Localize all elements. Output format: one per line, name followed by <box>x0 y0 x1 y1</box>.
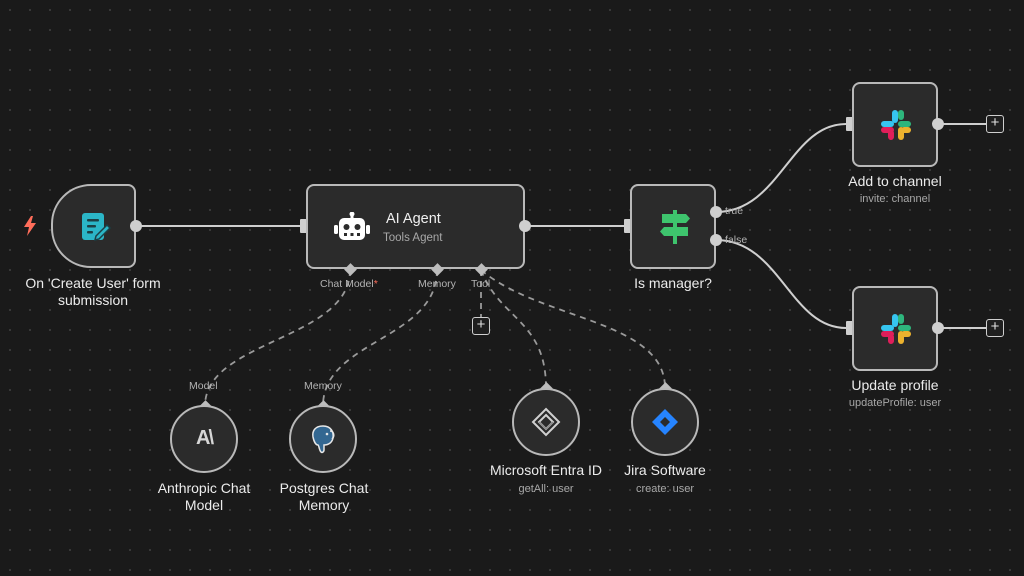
trigger-title-line2: submission <box>57 292 129 308</box>
memory-port-label: Memory <box>418 278 456 290</box>
postgres-port-label: Memory <box>304 380 342 392</box>
entra-subtitle: getAll: user <box>518 483 574 495</box>
agent-output-port[interactable] <box>519 220 531 232</box>
add-tool-button[interactable]: + <box>472 317 490 335</box>
plus-icon: + <box>476 316 486 333</box>
update-profile-input-port[interactable] <box>846 321 854 335</box>
form-icon <box>82 213 112 242</box>
add-to-channel-node[interactable] <box>852 82 938 167</box>
anthropic-icon: A\ <box>196 427 214 449</box>
robot-icon <box>334 212 370 240</box>
postgres-title: Postgres Chat Memory <box>250 480 398 514</box>
postgres-elephant-icon <box>312 425 335 454</box>
add-channel-input-port[interactable] <box>846 117 854 131</box>
signpost-icon <box>660 210 690 244</box>
entra-title: Microsoft Entra ID <box>489 462 603 478</box>
is-manager-node[interactable] <box>630 184 716 269</box>
add-to-channel-subtitle: invite: channel <box>859 193 931 205</box>
jira-software-node[interactable] <box>631 388 699 456</box>
slack-icon <box>881 314 911 344</box>
trigger-output-port[interactable] <box>130 220 142 232</box>
postgres-chat-memory-node[interactable] <box>289 405 357 473</box>
update-profile-output-port[interactable] <box>932 322 944 334</box>
add-to-channel-title: Add to channel <box>848 173 942 189</box>
slack-icon <box>881 110 911 140</box>
false-branch-label: false <box>725 234 748 246</box>
plus-icon: + <box>990 318 1000 335</box>
jira-title: Jira Software <box>624 462 706 478</box>
plus-icon: + <box>990 114 1000 131</box>
trigger-title: On 'Create User' form submission <box>13 275 173 309</box>
tool-port-label: Tool <box>471 278 491 290</box>
ai-agent-node[interactable]: AI Agent Tools Agent <box>306 184 525 269</box>
chat-model-port-label: Chat Model* <box>320 278 378 290</box>
add-after-update-profile-button[interactable]: + <box>986 319 1004 337</box>
agent-title: AI Agent <box>386 211 441 227</box>
if-input-port[interactable] <box>624 219 632 233</box>
form-trigger-node[interactable] <box>51 184 136 268</box>
update-profile-subtitle: updateProfile: user <box>848 397 942 409</box>
anthropic-port-label: Model <box>189 380 218 392</box>
if-true-port[interactable] <box>710 206 722 218</box>
required-mark: * <box>373 278 378 290</box>
update-profile-title: Update profile <box>851 377 939 393</box>
wire-tool-to-jira <box>480 269 666 389</box>
wire-true-to-add-channel <box>715 123 847 213</box>
anthropic-title-line1: Anthropic Chat <box>157 480 251 496</box>
postgres-title-line1: Postgres Chat <box>279 480 369 496</box>
postgres-title-line2: Memory <box>298 497 350 513</box>
trigger-title-line1: On 'Create User' form <box>25 275 161 291</box>
jira-subtitle: create: user <box>635 483 695 495</box>
wire-tool-to-entra <box>480 269 547 389</box>
true-branch-label: true <box>725 205 744 217</box>
wire-false-to-update-profile <box>715 239 847 329</box>
agent-input-port[interactable] <box>300 219 308 233</box>
is-manager-title: Is manager? <box>634 275 712 291</box>
entra-icon <box>531 407 561 437</box>
lightning-icon <box>24 216 36 236</box>
jira-icon <box>652 409 678 435</box>
wire-memory-to-postgres <box>322 269 438 407</box>
microsoft-entra-id-node[interactable] <box>512 388 580 456</box>
update-profile-node[interactable] <box>852 286 938 371</box>
add-after-add-channel-button[interactable]: + <box>986 115 1004 133</box>
chat-model-label-text: Chat Model <box>320 278 374 290</box>
if-false-port[interactable] <box>710 234 722 246</box>
wire-model-to-anthropic <box>204 269 351 407</box>
anthropic-title: Anthropic Chat Model <box>130 480 278 514</box>
agent-subtitle: Tools Agent <box>383 232 443 244</box>
anthropic-title-line2: Model <box>184 497 224 513</box>
anthropic-chat-model-node[interactable]: A\ <box>170 405 238 473</box>
add-channel-output-port[interactable] <box>932 118 944 130</box>
